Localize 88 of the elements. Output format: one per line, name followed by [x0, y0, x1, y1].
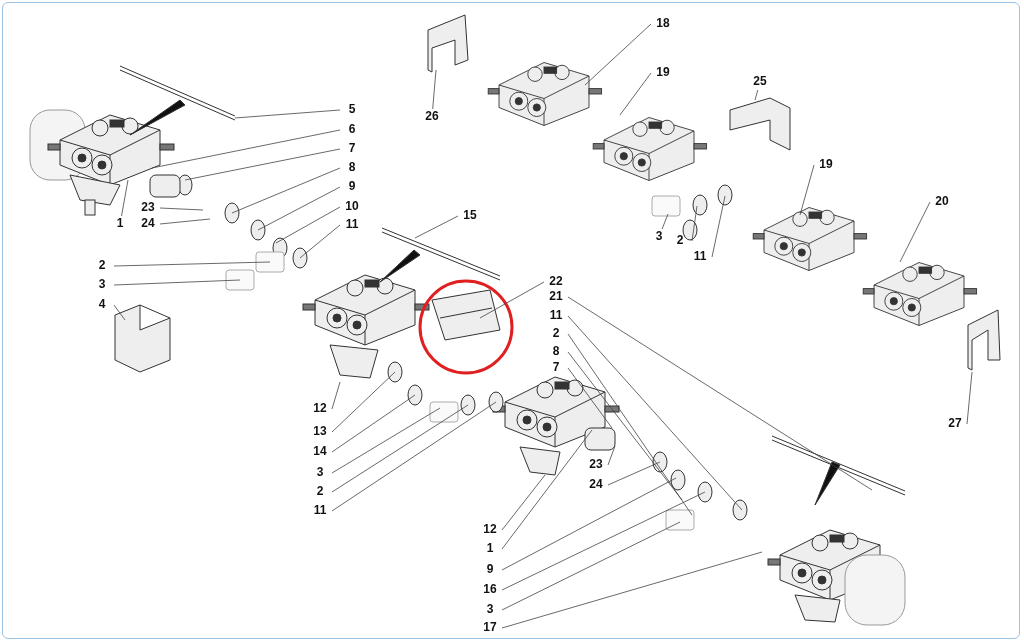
- callout-number: 2: [90, 258, 114, 274]
- callout-number: 8: [544, 344, 568, 360]
- leader-line: [799, 164, 815, 216]
- callout-number: 3: [647, 229, 671, 245]
- leader-line: [331, 394, 416, 453]
- callout-number: 12: [308, 401, 332, 417]
- leader-line: [331, 401, 497, 512]
- callout-number: 5: [340, 102, 364, 118]
- leader-line: [619, 72, 652, 116]
- leader-line: [899, 201, 931, 263]
- callout-number: 23: [584, 457, 608, 473]
- leader-line: [479, 281, 545, 319]
- leader-line: [754, 89, 759, 101]
- callout-number: 10: [340, 199, 364, 215]
- callout-number: 11: [688, 249, 712, 265]
- leader-line: [966, 371, 973, 425]
- leader-line: [501, 477, 677, 571]
- callout-number: 21: [544, 289, 568, 305]
- callout-number: 9: [340, 179, 364, 195]
- callout-number: 6: [340, 122, 364, 138]
- leader-line: [501, 521, 681, 611]
- callout-number: 20: [930, 194, 954, 210]
- callout-number: 27: [943, 416, 967, 432]
- callout-number: 19: [814, 157, 838, 173]
- leader-line: [607, 445, 616, 466]
- callout-number: 2: [544, 326, 568, 342]
- leader-line: [113, 304, 126, 321]
- callout-number: 3: [308, 465, 332, 481]
- leader-line: [567, 333, 693, 516]
- leader-line: [567, 315, 743, 511]
- callout-number: 7: [340, 141, 364, 157]
- callout-number: 13: [308, 424, 332, 440]
- callout-number: 3: [90, 277, 114, 293]
- callout-number: 19: [651, 65, 675, 81]
- leader-line: [275, 206, 341, 244]
- leader-line: [501, 551, 763, 629]
- callout-number: 15: [458, 208, 482, 224]
- leader-line: [151, 129, 341, 169]
- callout-number: 16: [478, 582, 502, 598]
- callout-number: 2: [308, 484, 332, 500]
- callout-number: 1: [108, 216, 132, 232]
- callout-number: 24: [584, 477, 608, 493]
- leader-line: [234, 109, 341, 119]
- callout-number: 18: [651, 16, 675, 32]
- leader-line: [231, 167, 341, 214]
- leader-line: [113, 261, 271, 267]
- callout-number: 11: [308, 503, 332, 519]
- leader-line: [414, 215, 459, 239]
- leader-line: [661, 213, 669, 230]
- callout-number: 24: [136, 216, 160, 232]
- leader-line: [331, 381, 341, 410]
- leader-line: [331, 404, 469, 493]
- leader-line: [299, 224, 341, 259]
- callout-number: 1: [478, 541, 502, 557]
- leader-line: [331, 407, 441, 474]
- callout-number: 11: [340, 217, 364, 233]
- callout-number: 7: [544, 360, 568, 376]
- leader-line: [567, 351, 683, 501]
- leader-line: [567, 296, 873, 491]
- leader-line: [331, 371, 396, 433]
- callout-number: 9: [478, 562, 502, 578]
- callout-number: 4: [90, 297, 114, 313]
- callout-number: 2: [668, 233, 692, 249]
- leader-line: [257, 186, 341, 231]
- callout-number: 11: [544, 308, 568, 324]
- leader-line: [432, 69, 437, 110]
- leader-line: [159, 207, 204, 211]
- leader-line: [691, 205, 698, 242]
- leader-line: [121, 179, 129, 217]
- callout-number: 26: [420, 109, 444, 125]
- leader-line: [567, 367, 613, 429]
- callout-number: 12: [478, 522, 502, 538]
- leader-line: [711, 195, 726, 258]
- leader-line: [501, 429, 593, 550]
- leader-line: [607, 461, 661, 486]
- callout-number: 8: [340, 160, 364, 176]
- callout-number: 17: [478, 620, 502, 636]
- leader-line: [113, 279, 241, 286]
- callout-number: 23: [136, 200, 160, 216]
- callout-number: 14: [308, 444, 332, 460]
- callout-number: 3: [478, 602, 502, 618]
- leader-line: [501, 491, 706, 591]
- leader-line: [584, 23, 652, 86]
- leader-line: [501, 474, 546, 531]
- leader-line: [184, 148, 341, 181]
- leader-line: [159, 218, 211, 225]
- callout-number: 25: [748, 74, 772, 90]
- callout-number: 22: [544, 274, 568, 290]
